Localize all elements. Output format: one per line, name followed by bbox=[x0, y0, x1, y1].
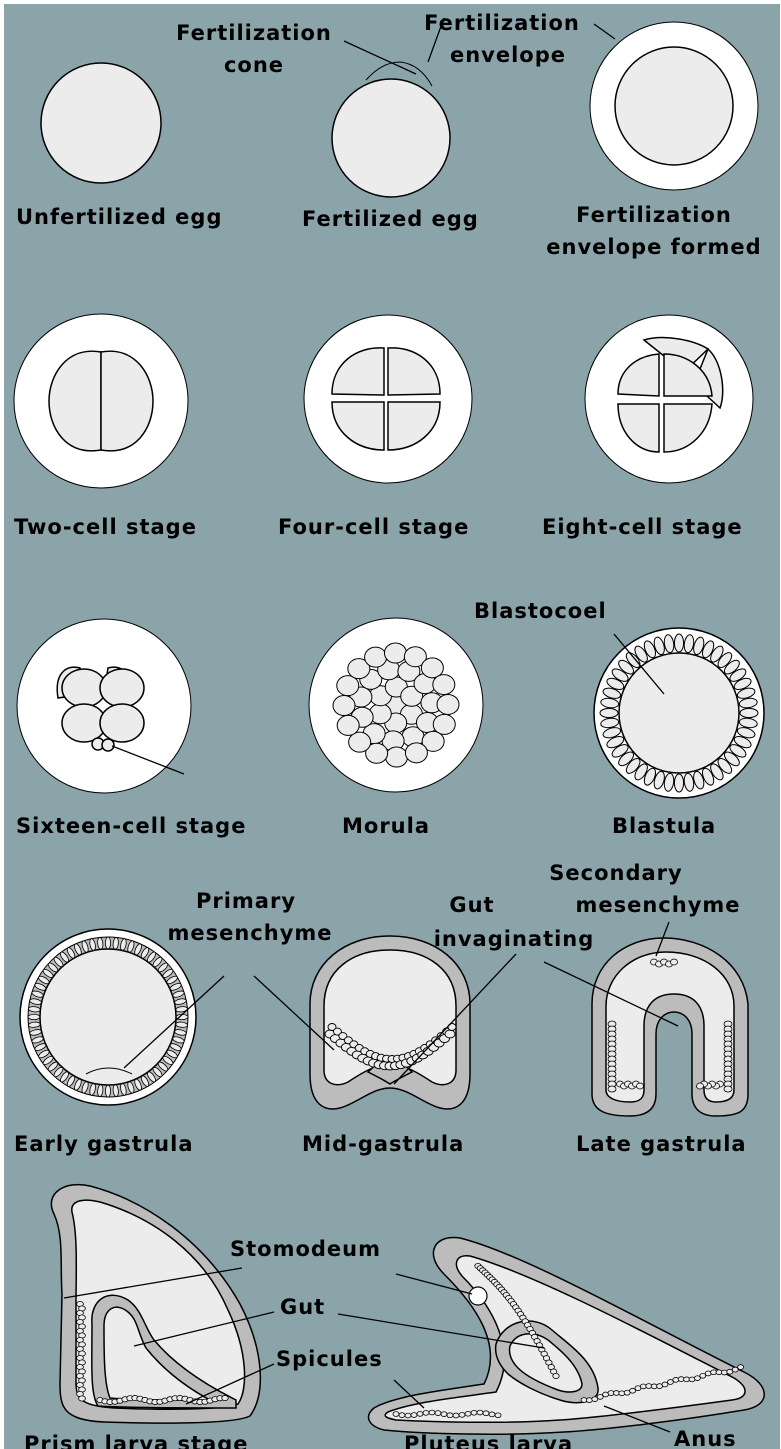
cell-shape bbox=[79, 1396, 86, 1401]
cell-shape bbox=[553, 1373, 559, 1378]
cell-shape bbox=[637, 1083, 644, 1089]
callout-gut-invaginating-line2: invaginating bbox=[434, 927, 595, 951]
morula bbox=[309, 618, 483, 792]
cell-shape bbox=[411, 1413, 417, 1418]
cell-shape bbox=[477, 1410, 483, 1415]
cell-shape bbox=[671, 959, 678, 965]
cell-shape bbox=[365, 647, 387, 667]
callout-secondary-mesenchyme-line1: Secondary bbox=[549, 861, 682, 885]
cell-shape bbox=[105, 1085, 110, 1097]
cell-shape bbox=[447, 1413, 453, 1418]
callout-fertilization-envelope-line1: Fertilization bbox=[424, 11, 580, 35]
label-late-gastrula: Late gastrula bbox=[576, 1132, 747, 1156]
cell-shape bbox=[384, 643, 406, 663]
label-unfertilized-egg: Unfertilized egg bbox=[16, 205, 223, 229]
cell-shape bbox=[337, 715, 359, 735]
cell-shape bbox=[608, 1086, 616, 1092]
callout-primary-mesenchyme-line1: Primary bbox=[196, 889, 296, 913]
cell-shape bbox=[489, 1412, 495, 1417]
callout-anus: Anus bbox=[674, 1427, 737, 1449]
label-blastula: Blastula bbox=[612, 814, 716, 838]
label-early-gastrula: Early gastrula bbox=[14, 1132, 194, 1156]
cell-shape bbox=[399, 1413, 405, 1418]
cell-shape bbox=[459, 1412, 465, 1417]
sea-urchin-development-diagram: Unfertilized egg Fertilized egg Fertiliz… bbox=[4, 4, 780, 1449]
blastula bbox=[594, 628, 764, 798]
cell-shape bbox=[105, 937, 110, 949]
cell-shape bbox=[465, 1411, 471, 1416]
cell-shape bbox=[405, 1413, 411, 1418]
callout-blastocoel: Blastocoel bbox=[474, 599, 607, 623]
callout-fertilization-envelope-line2: envelope bbox=[450, 43, 566, 67]
cell-shape bbox=[28, 1014, 40, 1019]
cell-shape bbox=[441, 1412, 447, 1417]
eight-cell-stage bbox=[585, 315, 753, 483]
morula-cells bbox=[333, 643, 459, 767]
cell-shape bbox=[222, 1395, 228, 1400]
cell-shape bbox=[433, 675, 455, 695]
cell-shape bbox=[417, 1412, 423, 1417]
label-four-cell-stage: Four-cell stage bbox=[278, 515, 469, 539]
cell-shape bbox=[483, 1411, 489, 1416]
sixteen-cell-stage bbox=[17, 619, 191, 793]
cell-shape bbox=[471, 1410, 477, 1415]
cell-shape bbox=[697, 1083, 704, 1089]
callout-fertilization-cone-line2: cone bbox=[224, 53, 284, 77]
cell-shape bbox=[495, 1413, 501, 1418]
cell-shape bbox=[333, 696, 355, 716]
four-cell-stage bbox=[304, 315, 472, 483]
label-two-cell-stage: Two-cell stage bbox=[14, 515, 197, 539]
callout-gut-invaginating-line1: Gut bbox=[449, 893, 494, 917]
cell-shape bbox=[435, 1411, 441, 1416]
label-fertilized-egg: Fertilized egg bbox=[302, 207, 479, 231]
label-mid-gastrula: Mid-gastrula bbox=[302, 1132, 464, 1156]
cell-shape bbox=[405, 743, 427, 763]
cell-shape bbox=[674, 774, 683, 792]
callout-secondary-mesenchyme-line2: mesenchyme bbox=[575, 893, 740, 917]
cell-shape bbox=[386, 747, 408, 767]
callout-fertilization-cone-line1: Fertilization bbox=[176, 21, 332, 45]
callout-gut: Gut bbox=[280, 1295, 325, 1319]
label-prism-larva-stage: Prism larva stage bbox=[24, 1432, 249, 1449]
cell-shape bbox=[453, 1413, 459, 1418]
callout-spicules: Spicules bbox=[276, 1347, 383, 1371]
callout-stomodeum: Stomodeum bbox=[230, 1237, 381, 1261]
label-pluteus-larva: Pluteus larva bbox=[404, 1432, 573, 1449]
cell-shape bbox=[429, 1410, 435, 1415]
callout-primary-mesenchyme-line2: mesenchyme bbox=[167, 921, 332, 945]
cell-shape bbox=[724, 1086, 732, 1092]
label-morula: Morula bbox=[342, 814, 430, 838]
label-envelope-formed-line2: envelope formed bbox=[546, 235, 761, 259]
cell-shape bbox=[738, 1365, 744, 1370]
label-eight-cell-stage: Eight-cell stage bbox=[542, 515, 743, 539]
cell-shape bbox=[740, 708, 758, 717]
two-cell-stage bbox=[14, 314, 188, 488]
cell-shape bbox=[445, 1030, 455, 1038]
cell-shape bbox=[393, 1412, 399, 1417]
fertilization-envelope-formed bbox=[590, 22, 758, 190]
cell-shape bbox=[600, 708, 618, 717]
label-envelope-formed-line1: Fertilization bbox=[576, 203, 732, 227]
cell-shape bbox=[437, 694, 459, 714]
cell-shape bbox=[423, 1410, 429, 1415]
unfertilized-egg bbox=[41, 63, 161, 183]
cell-shape bbox=[674, 634, 683, 652]
label-sixteen-cell-stage: Sixteen-cell stage bbox=[16, 814, 246, 838]
